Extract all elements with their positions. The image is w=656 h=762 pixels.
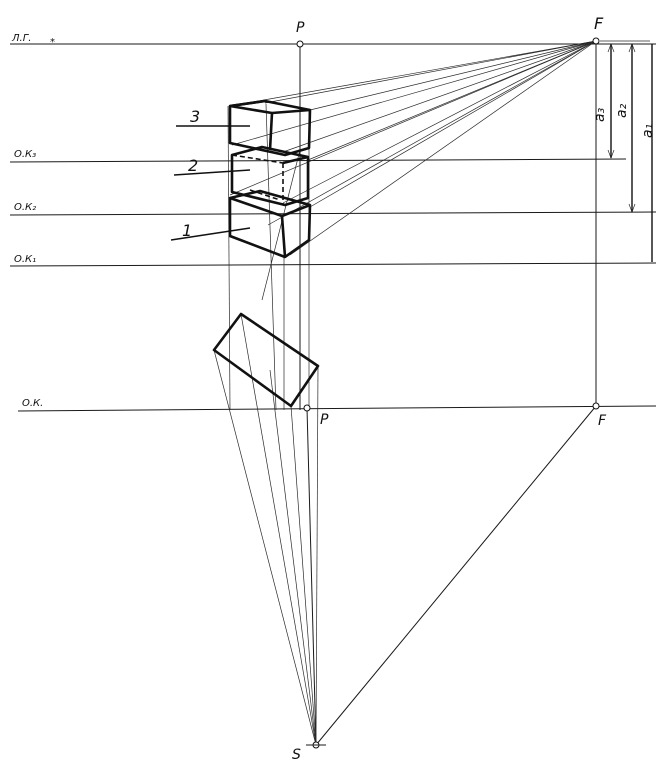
- box-3: [228, 99, 312, 157]
- label-box-2: 2: [188, 156, 198, 175]
- label-level-2: О.К₂: [14, 202, 36, 213]
- label-point-f-top: F: [594, 14, 604, 33]
- label-point-f-bottom: F: [598, 413, 607, 429]
- label-dim-a2: a₂: [614, 103, 630, 118]
- rays-from-s: [213, 313, 597, 746]
- point-p-top-marker: [296, 40, 304, 48]
- label-box-1: 1: [182, 221, 192, 240]
- level-2-line: [9, 211, 656, 216]
- vertical-lines: [299, 41, 597, 746]
- leader-lines: [170, 125, 251, 241]
- level-1-line: [9, 262, 656, 267]
- label-dim-a1: a₁: [640, 124, 656, 138]
- label-point-p-top: P: [296, 20, 305, 36]
- box-1: [228, 189, 312, 259]
- label-box-3: 3: [190, 107, 200, 126]
- base-line: [17, 405, 656, 412]
- label-base-line: О.К.: [22, 398, 43, 409]
- rays-to-f: [229, 40, 597, 256]
- projection-lines: [227, 103, 310, 411]
- label-point-p-bottom: P: [320, 412, 329, 428]
- s-vertical: [306, 407, 317, 746]
- label-dim-a3: a₃: [592, 107, 608, 122]
- plan-rectangle: [212, 312, 320, 408]
- label-horizon-line: Л.Г.: [11, 33, 31, 44]
- point-f-top-marker: [592, 37, 600, 45]
- point-p-bottom-marker: [303, 404, 311, 412]
- box-2: [230, 145, 310, 207]
- level-3-line: [9, 158, 627, 163]
- label-point-s: S: [292, 747, 301, 762]
- label-level-3: О.К₃: [14, 149, 36, 160]
- reference-lines: [9, 43, 656, 412]
- label-level-1: О.К₁: [14, 254, 36, 265]
- point-f-bottom-marker: [592, 402, 600, 410]
- dimension-lines: [600, 40, 653, 262]
- label-horizon-mark: *: [50, 37, 55, 48]
